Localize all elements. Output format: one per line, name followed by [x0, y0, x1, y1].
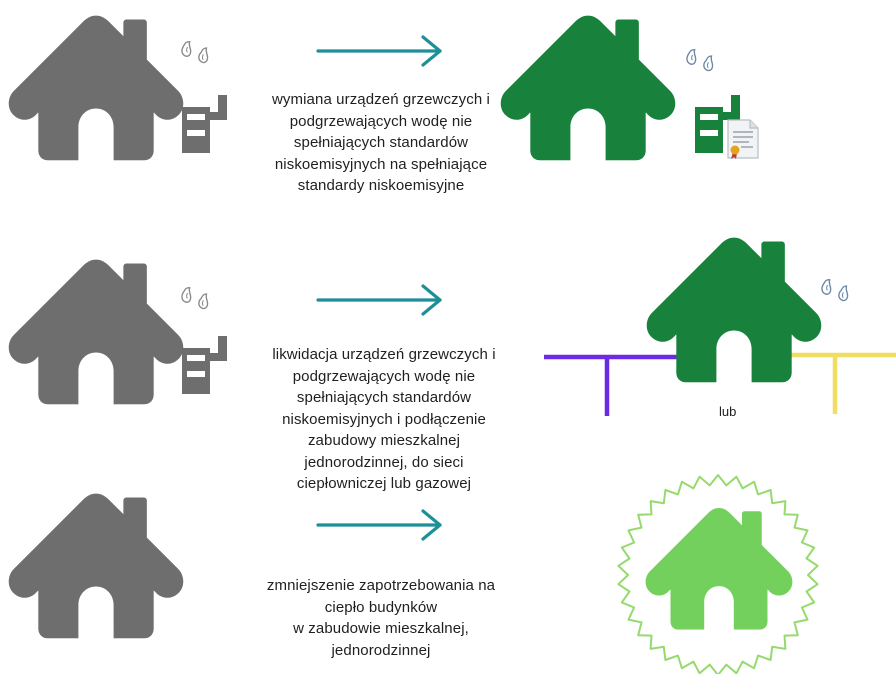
network-or-label: lub [719, 404, 737, 419]
gray-house-icon [8, 490, 184, 640]
row-2-description: likwidacja urządzeń grzewczych i podgrze… [272, 346, 496, 492]
light-green-house-icon [645, 505, 793, 631]
row-1-description: wymiana urządzeń grzewczych i podgrzewaj… [272, 91, 490, 194]
green-house-icon [500, 12, 676, 162]
row-3-description: zmniejszenie zapotrzebowania na ciepło b… [266, 577, 496, 659]
gray-house-icon [8, 12, 184, 162]
green-house-icon [646, 234, 822, 384]
smoke-icon [178, 278, 216, 310]
heating-network-pipe [544, 354, 686, 416]
gas-network-pipe [774, 352, 896, 414]
smoke-icon [818, 270, 856, 302]
smoke-icon [178, 32, 216, 64]
gray-house-icon [8, 256, 184, 406]
certificate-icon [727, 119, 759, 159]
smoke-icon [683, 40, 721, 72]
badge-icon [617, 474, 819, 674]
arrow-right-icon [316, 35, 442, 67]
arrow-right-icon [316, 509, 442, 541]
boiler-icon [182, 95, 230, 155]
boiler-icon [182, 336, 230, 396]
badge-outline [617, 474, 819, 674]
arrow-right-icon [316, 284, 442, 316]
